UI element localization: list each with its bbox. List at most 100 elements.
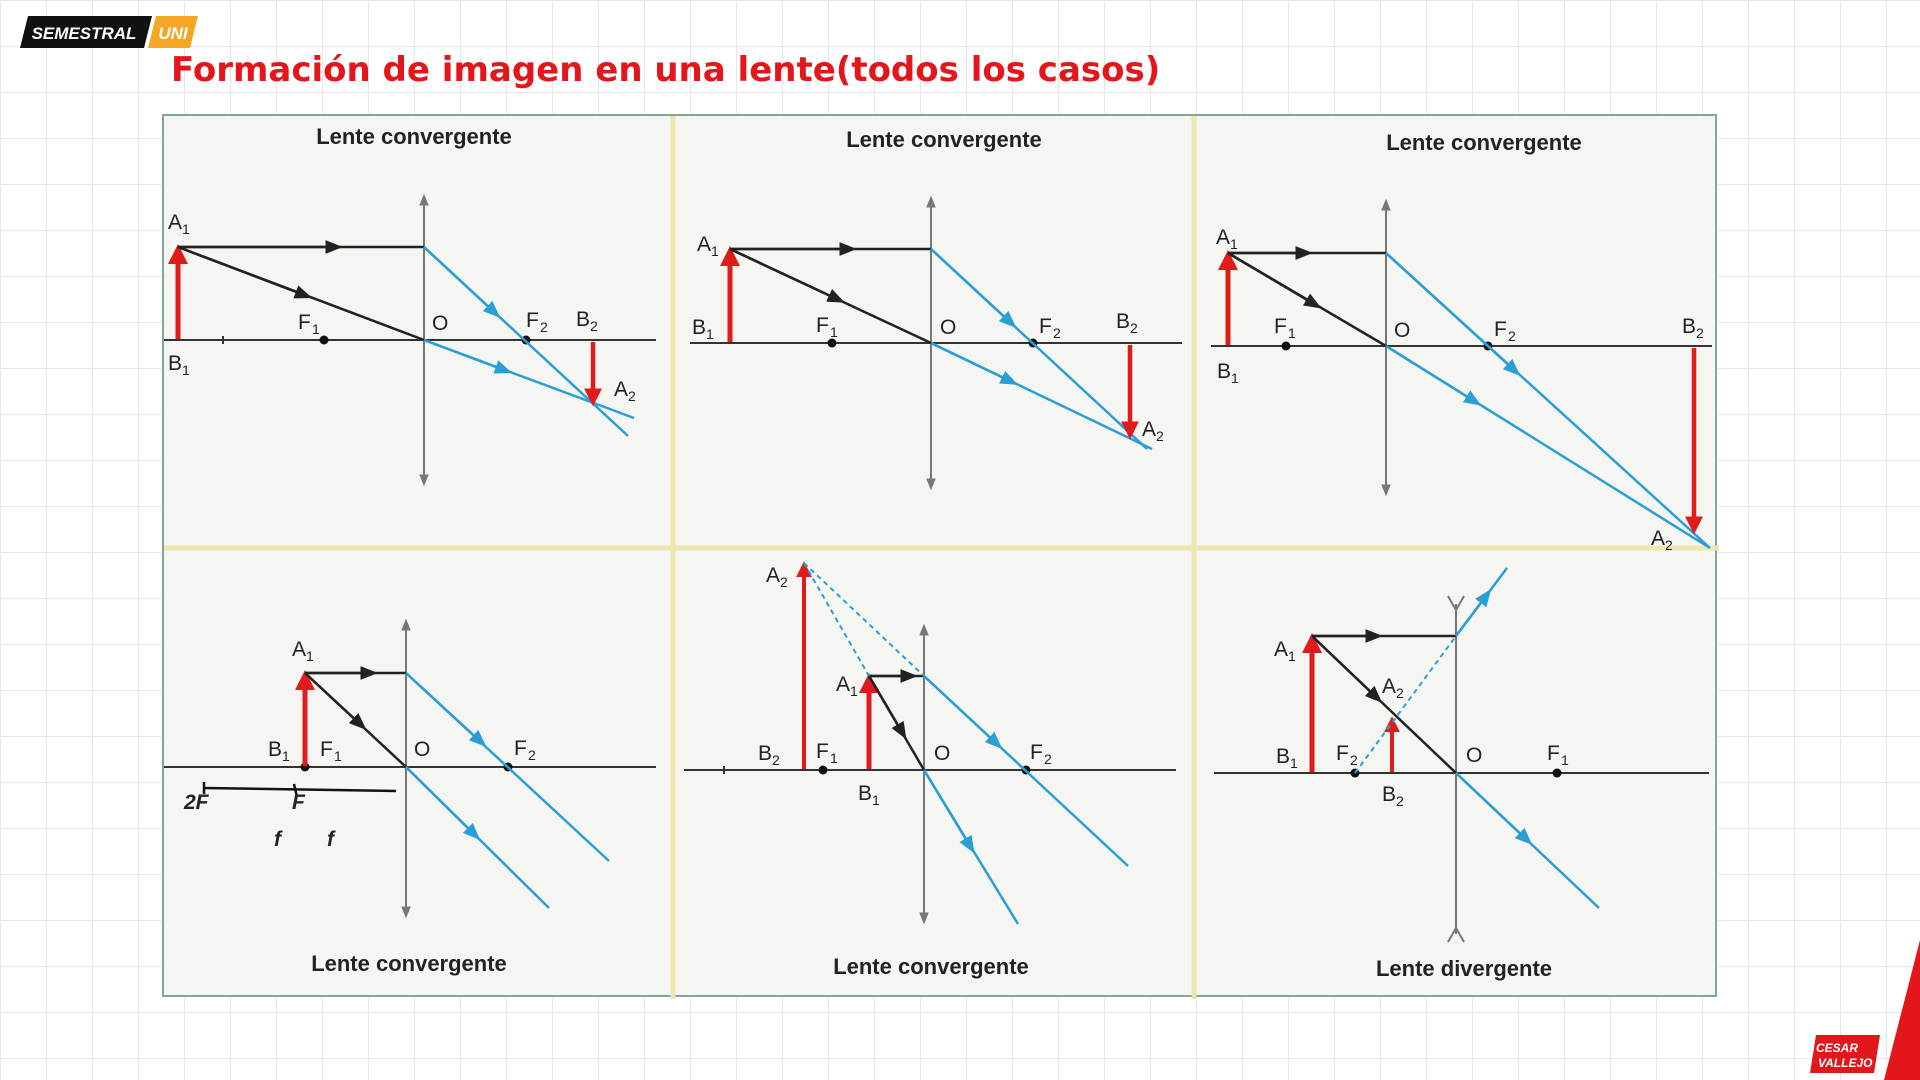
subscript-label: 1 bbox=[850, 683, 858, 699]
panel-3-title: Lente convergente bbox=[1386, 130, 1582, 155]
point-label-f2: F bbox=[1336, 742, 1349, 765]
point-label-a1: A bbox=[168, 211, 182, 234]
subscript-label: 1 bbox=[334, 748, 342, 764]
panel-5-title: Lente convergente bbox=[833, 954, 1029, 979]
focus-point-f1 bbox=[319, 335, 329, 345]
point-label-o: O bbox=[432, 312, 448, 335]
point-label-a2: A bbox=[1142, 418, 1156, 441]
point-label-a2: A bbox=[614, 378, 628, 401]
subscript-label: 2 bbox=[628, 388, 636, 404]
subscript-label: 2 bbox=[540, 319, 548, 335]
point-label-b2: B bbox=[576, 308, 590, 331]
point-label-b2: B bbox=[1116, 310, 1130, 333]
subscript-label: 2 bbox=[528, 747, 536, 763]
subscript-label: 2 bbox=[1350, 752, 1358, 768]
subscript-label: 1 bbox=[1290, 755, 1298, 771]
logo-text-2: VALLEJO bbox=[1818, 1056, 1873, 1070]
panel-2-title: Lente convergente bbox=[846, 127, 1042, 152]
handwritten-f: F bbox=[292, 791, 306, 814]
point-label-b1: B bbox=[692, 316, 706, 339]
subscript-label: 1 bbox=[830, 750, 838, 766]
point-label-f2: F bbox=[1039, 315, 1052, 338]
point-label-o: O bbox=[414, 738, 430, 761]
point-label-b1: B bbox=[1276, 745, 1290, 768]
point-label-f2: F bbox=[1030, 741, 1043, 764]
point-label-f2: F bbox=[1494, 318, 1507, 341]
point-label-f1: F bbox=[1274, 315, 1287, 338]
subscript-label: 2 bbox=[1044, 751, 1052, 767]
handwritten-notes: 2F F f f bbox=[183, 782, 397, 851]
subscript-label: 1 bbox=[306, 648, 314, 664]
point-label-f1: F bbox=[816, 314, 829, 337]
subscript-label: 1 bbox=[711, 243, 719, 259]
panel-1-title: Lente convergente bbox=[316, 124, 512, 149]
subscript-label: 2 bbox=[1396, 685, 1404, 701]
slide-title: Formación de imagen en una lente(todos l… bbox=[171, 50, 1161, 90]
point-label-a2: A bbox=[766, 564, 780, 587]
point-label-b1: B bbox=[858, 782, 872, 805]
handwritten-scale-line bbox=[203, 786, 397, 793]
point-label-f1: F bbox=[320, 738, 333, 761]
point-label-a1: A bbox=[1216, 226, 1230, 249]
subscript-label: 1 bbox=[1230, 236, 1238, 252]
point-label-f1: F bbox=[298, 311, 311, 334]
point-label-a1: A bbox=[292, 638, 306, 661]
subscript-label: 1 bbox=[1288, 325, 1296, 341]
panel-4-title: Lente convergente bbox=[311, 951, 507, 976]
point-label-b1: B bbox=[268, 738, 282, 761]
subscript-label: 1 bbox=[872, 792, 880, 808]
subscript-label: 2 bbox=[590, 318, 598, 334]
subscript-label: 1 bbox=[830, 324, 838, 340]
point-label-o: O bbox=[1394, 319, 1410, 342]
point-label-b1: B bbox=[1217, 360, 1231, 383]
point-label-a1: A bbox=[836, 673, 850, 696]
subscript-label: 2 bbox=[1508, 328, 1516, 344]
semestral-uni-badge: SEMESTRAL UNI bbox=[20, 16, 198, 48]
subscript-label: 2 bbox=[1053, 325, 1061, 341]
point-label-f1: F bbox=[1547, 742, 1560, 765]
subscript-label: 2 bbox=[780, 574, 788, 590]
point-label-b2: B bbox=[1382, 783, 1396, 806]
point-label-a2: A bbox=[1651, 527, 1665, 550]
subscript-label: 1 bbox=[182, 362, 190, 378]
handwritten-2f: 2F bbox=[183, 791, 210, 814]
point-label-b2: B bbox=[758, 742, 772, 765]
point-label-o: O bbox=[940, 316, 956, 339]
point-label-f2: F bbox=[526, 309, 539, 332]
point-label-b2: B bbox=[1682, 315, 1696, 338]
subscript-label: 2 bbox=[1396, 793, 1404, 809]
point-label-o: O bbox=[934, 742, 950, 765]
panel-dividers bbox=[164, 116, 1719, 999]
subscript-label: 1 bbox=[282, 748, 290, 764]
subscript-label: 1 bbox=[1231, 370, 1239, 386]
subscript-label: 1 bbox=[1288, 648, 1296, 664]
subscript-label: 1 bbox=[182, 221, 190, 237]
subscript-label: 2 bbox=[1665, 537, 1673, 553]
badge-semestral-text: SEMESTRAL bbox=[32, 24, 137, 43]
badge-uni-text: UNI bbox=[158, 24, 189, 43]
subscript-label: 1 bbox=[706, 326, 714, 342]
subscript-label: 2 bbox=[1130, 320, 1138, 336]
panel-6-title: Lente divergente bbox=[1376, 956, 1552, 981]
subscript-label: 2 bbox=[772, 752, 780, 768]
point-label-a1: A bbox=[1274, 638, 1288, 661]
logo-text-1: CESAR bbox=[1816, 1041, 1858, 1055]
point-label-a2: A bbox=[1382, 675, 1396, 698]
handwritten-f-2: f bbox=[327, 828, 336, 851]
point-label-f1: F bbox=[816, 740, 829, 763]
subscript-label: 2 bbox=[1156, 428, 1164, 444]
point-label-a1: A bbox=[697, 233, 711, 256]
cesar-vallejo-logo: CESAR VALLEJO bbox=[1810, 940, 1920, 1080]
subscript-label: 2 bbox=[1696, 325, 1704, 341]
point-label-o: O bbox=[1466, 744, 1482, 767]
subscript-label: 1 bbox=[312, 321, 320, 337]
point-label-f2: F bbox=[514, 737, 527, 760]
